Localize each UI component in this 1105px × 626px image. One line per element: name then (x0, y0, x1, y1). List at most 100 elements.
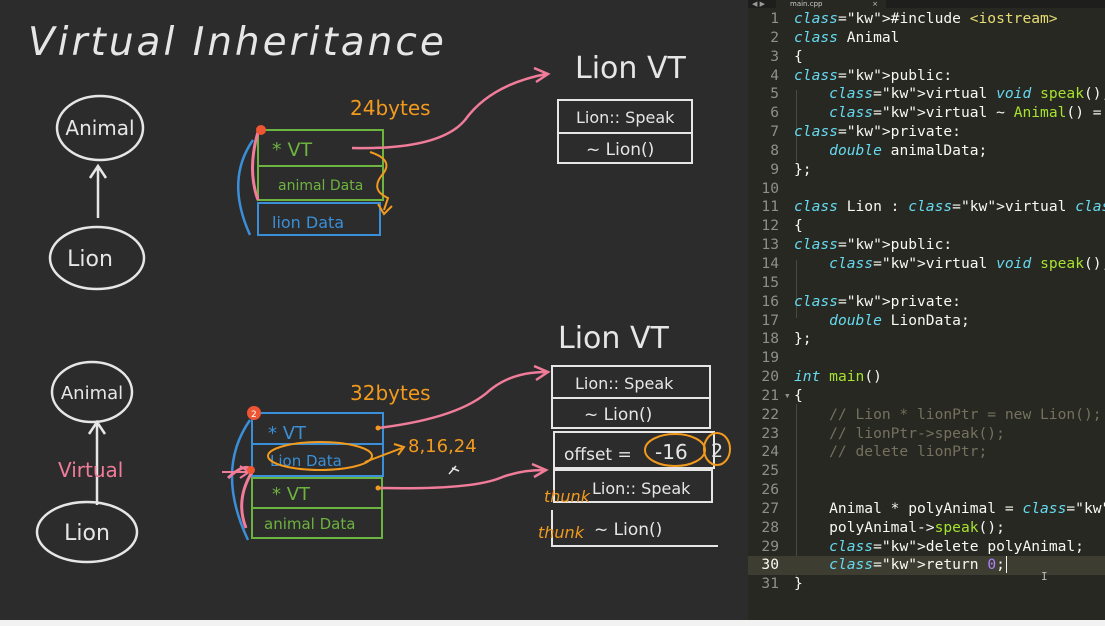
bottom-vt-entry-2: ~ Lion() (584, 405, 652, 425)
bottom-vt-entry-1: Lion:: Speak (575, 374, 674, 393)
code-line[interactable]: 23 // lionPtr->speak(); (748, 425, 1105, 444)
code-line[interactable]: 6 class="kw">virtual ~ Animal() = class=… (748, 104, 1105, 123)
code-line[interactable]: 5 class="kw">virtual void speak(); (748, 85, 1105, 104)
code-line[interactable]: 8 double animalData; (748, 142, 1105, 161)
line-number: 5 (770, 85, 779, 103)
code-text: class="kw">private: (794, 292, 961, 310)
indent-guide (796, 260, 797, 318)
top-vt-title: Lion VT (575, 51, 686, 86)
bottom-vt-box-5 (551, 510, 718, 547)
code-text: { (794, 217, 803, 235)
top-animal-label: Animal (65, 116, 134, 140)
mouse-pointer-icon (448, 465, 460, 475)
code-line[interactable]: 20 int main() (748, 368, 1105, 387)
code-line[interactable]: 11 class Lion : class="kw">virtual class=… (748, 198, 1105, 217)
bottom-arrow-dot-2 (375, 485, 381, 491)
bottom-vt1-pointer-arrow (377, 364, 551, 430)
bottom-marker-label: 2 (251, 410, 257, 420)
code-line[interactable]: 17 double LionData; (748, 312, 1105, 331)
tab-main-cpp[interactable]: main.cpp × (776, 0, 886, 8)
line-number: 27 (761, 499, 779, 517)
code-text: { (794, 47, 803, 65)
board-title: Virtual Inheritance (28, 20, 447, 65)
code-line[interactable]: 25 (748, 462, 1105, 481)
top-vt-pointer-arrow (351, 66, 551, 150)
code-line[interactable]: 29 class="kw">delete polyAnimal; (748, 538, 1105, 557)
line-number: 11 (761, 198, 779, 216)
whiteboard-canvas[interactable]: Virtual Inheritance Animal Lion 24bytes … (0, 0, 748, 620)
bottom-thunk-label-2: thunk (538, 523, 585, 542)
top-vt-entry-box-2 (557, 132, 693, 164)
line-number: 23 (761, 424, 779, 442)
tab-nav-arrows-icon[interactable]: ◀ ▶ (752, 0, 765, 8)
code-line[interactable]: 19 (748, 349, 1105, 368)
code-line[interactable]: 28 polyAnimal->speak(); (748, 519, 1105, 538)
code-line[interactable]: 9}; (748, 161, 1105, 180)
code-line[interactable]: 21▾{ (748, 387, 1105, 406)
top-field-lion-box (257, 202, 381, 236)
code-text: class="kw">public: (794, 236, 953, 254)
bottom-vt2-pointer-arrow (377, 462, 549, 490)
code-text: class="kw">private: (794, 123, 961, 141)
code-text: class Lion : class="kw">virtual class="k… (794, 198, 1105, 216)
code-line[interactable]: 15 (748, 274, 1105, 293)
tab-bar: ◀ ▶ main.cpp × (748, 0, 1105, 8)
line-number: 26 (761, 481, 779, 499)
tab-close-icon[interactable]: × (872, 0, 878, 8)
line-number: 20 (761, 368, 779, 386)
bottom-size-note: 32bytes (350, 381, 431, 405)
bottom-field-vt-2: * VT (272, 484, 311, 505)
line-number: 10 (761, 179, 779, 197)
bottom-field-animal-box (251, 507, 383, 539)
top-vt-entry-2: ~ Lion() (586, 140, 654, 160)
code-line[interactable]: 26 (748, 481, 1105, 500)
code-text: { (794, 386, 803, 404)
bottom-animal-node (50, 360, 134, 424)
code-line[interactable]: 30 class="kw">return 0; (748, 556, 1105, 576)
code-text: class="kw">virtual ~ Animal() = class="k… (829, 104, 1102, 122)
code-line[interactable]: 22 // Lion * lionPtr = new Lion(); (748, 406, 1105, 425)
bottom-arrow-dot-1 (375, 425, 381, 431)
code-text: // lionPtr->speak(); (794, 424, 1005, 442)
code-text: polyAnimal->speak(); (794, 518, 1005, 536)
code-line[interactable]: 14 class="kw">virtual void speak(); (748, 255, 1105, 274)
bottom-vt-box-3 (553, 431, 715, 469)
code-line[interactable]: 24 // delete lionPtr; (748, 443, 1105, 462)
bottom-virtual-label: Virtual (58, 458, 123, 482)
code-line[interactable]: 31} (748, 575, 1105, 594)
top-blue-bracket (236, 139, 255, 236)
code-text: int main() (794, 368, 882, 386)
code-text: double LionData; (829, 311, 970, 329)
line-number: 17 (761, 311, 779, 329)
fold-marker-icon[interactable]: ▾ (784, 388, 791, 402)
line-number: 15 (761, 273, 779, 291)
code-line[interactable]: 27 Animal * polyAnimal = class="kw">new … (748, 500, 1105, 519)
bottom-vt-entry-3: offset = (564, 445, 632, 465)
top-field-animal: animal Data (278, 178, 363, 194)
line-number: 18 (761, 330, 779, 348)
code-text: } (794, 575, 803, 593)
tab-label: main.cpp (790, 0, 823, 8)
bottom-offset-arrow (364, 443, 406, 463)
bottom-field-vt-1: * VT (268, 423, 307, 444)
code-text: }; (794, 330, 812, 348)
line-number: 30 (761, 556, 779, 574)
code-line[interactable]: 3{ (748, 48, 1105, 67)
bottom-inheritance-arrow (87, 419, 107, 505)
code-line[interactable]: 18}; (748, 330, 1105, 349)
top-field-vt: * VT (272, 139, 313, 161)
line-number: 25 (761, 462, 779, 480)
bottom-vt-entry-5: ~ Lion() (594, 520, 662, 540)
top-pink-bracket (251, 131, 260, 201)
code-text: class="kw">return 0; (829, 556, 1007, 574)
code-line[interactable]: 12{ (748, 217, 1105, 236)
code-line[interactable]: 10 (748, 180, 1105, 199)
